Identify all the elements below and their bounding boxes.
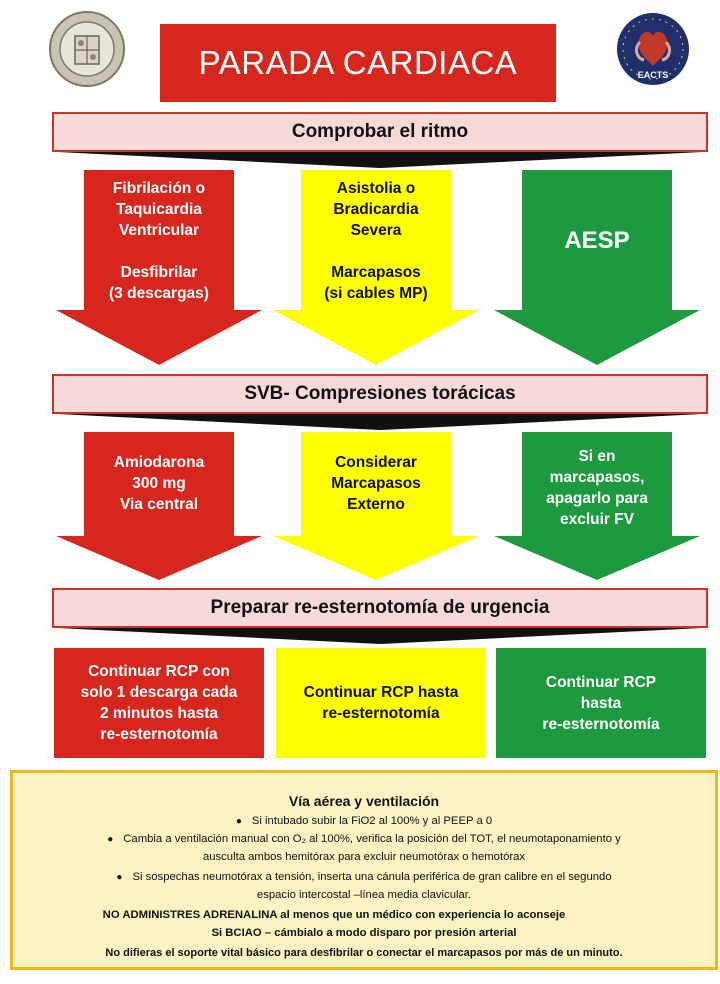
band-check-rhythm: Comprobar el ritmo (52, 112, 708, 152)
row1-green-text: AESP (564, 227, 630, 254)
airway-line-3: ausculta ambos hemitórax para excluir ne… (202, 851, 526, 863)
row1-yellow-text: Asistolia o Bradicardia Severa Marcapaso… (324, 180, 428, 302)
airway-line-2: ● Cambia a ventilación manual con O₂ al 1… (13, 831, 715, 848)
bullet-icon: ● (235, 816, 242, 827)
airway-ventilation-box: Vía aérea y ventilación ● Si intubado sub… (10, 770, 718, 970)
box-continue-cpr-green: Continuar RCP hasta re-esternotomía (496, 648, 706, 758)
eacts-logo-text: EACTS (638, 70, 669, 80)
airway-line-5: espacio intercostal –línea media clavicu… (256, 889, 472, 901)
arrow-asystole-yellow (273, 170, 479, 365)
page-title: PARADA CARDIACA (160, 24, 556, 102)
airway-line-6: NO ADMINISTRES ADRENALINA al menos que u… (102, 909, 566, 921)
box-continue-cpr-yellow: Continuar RCP hasta re-esternotomía (276, 648, 486, 758)
arrow-aesp-green (494, 170, 700, 365)
band-connector-3 (58, 628, 702, 644)
arrow-amiodarone-red (56, 432, 262, 580)
sts-logo (48, 10, 126, 88)
airway-line-2-text: Cambia a ventilación manual con O₂ al 10… (123, 833, 621, 845)
row2-red-text: Amiodarona 300 mg Via central (113, 454, 205, 513)
band-svb-compressions: SVB- Compresiones torácicas (52, 374, 708, 414)
bullet-icon: ● (116, 872, 123, 883)
airway-line-4: ● Si sospechas neumotórax a tensión, inse… (13, 869, 715, 886)
eacts-logo: EACTS (616, 12, 690, 86)
band-connector-2 (58, 414, 702, 430)
airway-line-8: No difieras el soporte vital básico para… (105, 947, 623, 959)
airway-line-4-text: Si sospechas neumotórax a tensión, inser… (132, 871, 612, 883)
airway-line-1-text: Si intubado subir la FiO2 al 100% y al P… (251, 815, 493, 827)
airway-title: Vía aérea y ventilación (288, 793, 440, 809)
bullet-icon: ● (107, 834, 114, 845)
arrow-pacing-off-green (494, 432, 700, 580)
arrow-vf-red (56, 170, 262, 365)
row1-red-text: Fibrilación o Taquicardia Ventricular De… (109, 180, 209, 302)
band-connector-1 (58, 152, 702, 168)
airway-line-7: Si BCIAO – cámbialo a modo disparo por p… (211, 927, 517, 939)
arrow-external-pacing-yellow (273, 432, 479, 580)
band-prepare-resternotomy: Preparar re-esternotomía de urgencia (52, 588, 708, 628)
box-continue-cpr-red: Continuar RCP con solo 1 descarga cada 2… (54, 648, 264, 758)
row2-green-text: Si en marcapasos, apagarlo para excluir … (546, 448, 648, 528)
airway-line-1: ● Si intubado subir la FiO2 al 100% y al … (13, 813, 715, 830)
row2-yellow-text: Considerar Marcapasos Externo (331, 454, 421, 513)
